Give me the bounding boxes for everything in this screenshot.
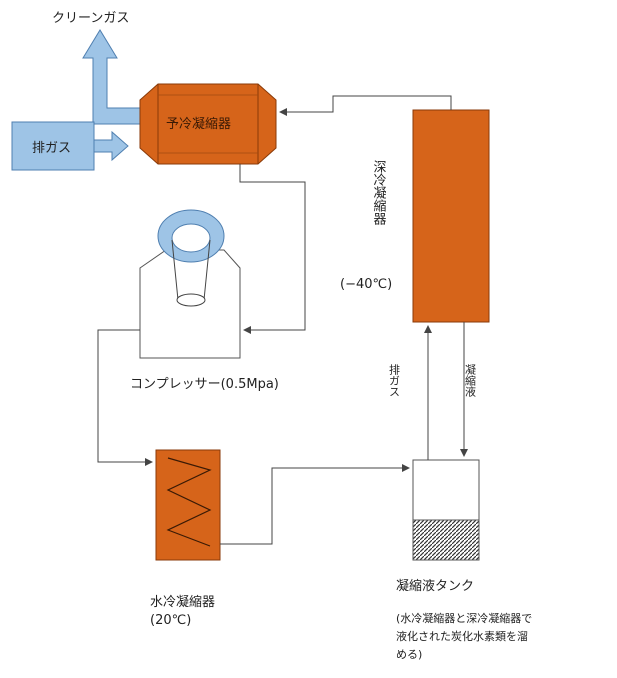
- pre-condenser-label: 予冷凝縮器: [166, 116, 231, 132]
- water-condenser-temp: (20℃): [150, 613, 191, 628]
- deep-condenser-temp: (−40℃): [340, 277, 392, 292]
- tank-note-line-3: める): [396, 648, 422, 661]
- deep-condenser: [412, 109, 490, 323]
- flow-pre-to-compressor: [239, 164, 306, 334]
- tank-note-line-2: 液化された炭化水素類を溜: [396, 629, 528, 643]
- pre-condenser: [139, 83, 277, 165]
- tank-note-line-1: (水冷凝縮器と深冷凝縮器で: [396, 611, 532, 625]
- flow-compressor-to-water: [97, 329, 153, 466]
- deep-condenser-label: 深冷凝縮器: [371, 160, 387, 226]
- compressor-label: コンプレッサー(0.5Mpa): [130, 377, 279, 392]
- clean-gas-arrow: [82, 29, 161, 125]
- condensate-tank: [412, 459, 480, 561]
- compressor: [139, 209, 241, 359]
- flow-deep-to-pre: [279, 95, 452, 116]
- exhaust-gas-inlet: [11, 121, 129, 171]
- tank-label: 凝縮液タンク: [396, 578, 474, 594]
- water-condenser: [155, 449, 221, 561]
- clean-gas-label: クリーンガス: [52, 11, 129, 26]
- flow-water-to-tank: [220, 464, 410, 545]
- exhaust-gas-label: 排ガス: [32, 141, 71, 156]
- water-condenser-label: 水冷凝縮器: [150, 594, 215, 610]
- exhaust-up-label: 排ガス: [388, 363, 401, 397]
- condensate-down-label: 凝縮液: [464, 363, 477, 398]
